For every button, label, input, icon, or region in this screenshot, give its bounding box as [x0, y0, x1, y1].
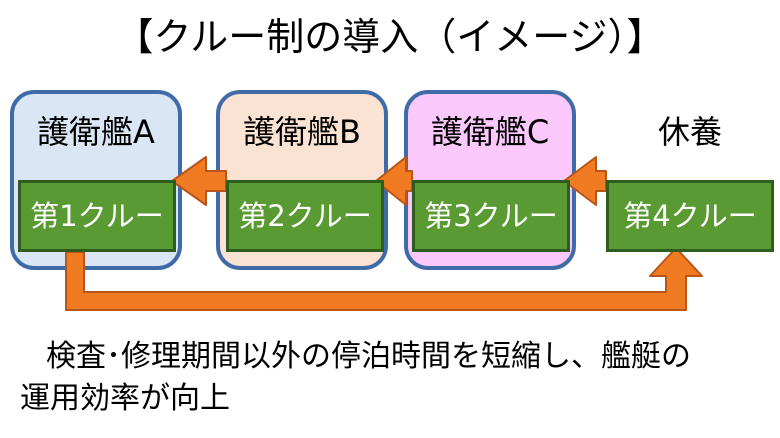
caption-line-2: 運用効率が向上	[20, 381, 230, 416]
arrow-crew2-to-a	[171, 156, 227, 206]
arrow-crew4-to-c	[563, 156, 607, 206]
crew-3: 第3クルー	[412, 180, 570, 252]
caption: 検査･修理期間以外の停泊時間を短縮し、艦艇の 運用効率が向上	[20, 336, 770, 420]
ship-a-name: 護衛艦A	[37, 113, 155, 151]
ship-b-name: 護衛艦B	[243, 113, 361, 151]
arrow-crew1-to-rest	[65, 247, 703, 311]
caption-line-1: 検査･修理期間以外の停泊時間を短縮し、艦艇の	[46, 339, 691, 374]
rest-label: 休養	[657, 113, 722, 151]
ship-c-name: 護衛艦C	[430, 113, 550, 151]
crew-2: 第2クルー	[226, 180, 384, 252]
crew-1: 第1クルー	[18, 180, 176, 252]
arrow-crew3-to-b	[375, 156, 413, 206]
diagram-title: 【クルー制の導入（イメージ）】	[115, 15, 665, 59]
crew-4: 第4クルー	[606, 180, 774, 252]
